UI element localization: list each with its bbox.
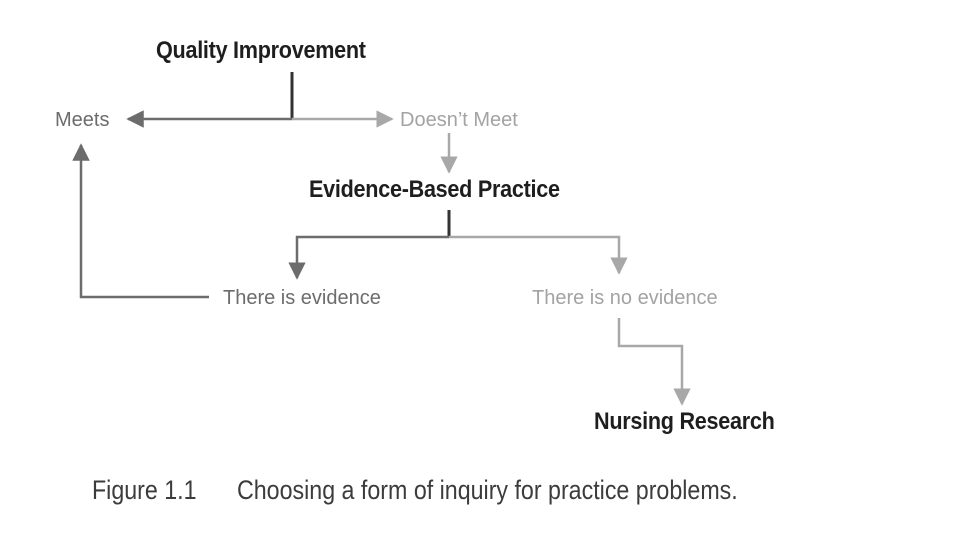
quality-improvement-node: Quality Improvement [156, 37, 366, 64]
ebp-to-no-evidence-arrow [449, 235, 628, 275]
there-is-evidence-label: There is evidence [223, 287, 381, 309]
no-evidence-to-research-arrow [617, 318, 691, 406]
meets-label: Meets [55, 109, 110, 131]
doesnt-meet-label: Doesn’t Meet [400, 109, 518, 131]
nursing-research-node: Nursing Research [594, 408, 775, 435]
evidence-based-practice-node: Evidence-Based Practice [309, 176, 560, 203]
ebp-to-evidence-arrow [288, 235, 449, 280]
figure-number: Figure 1.1 [92, 475, 197, 505]
there-is-no-evidence-label: There is no evidence [532, 287, 718, 309]
figure-caption: Choosing a form of inquiry for practice … [237, 475, 738, 505]
evidence-to-meets-arrow [72, 143, 209, 299]
